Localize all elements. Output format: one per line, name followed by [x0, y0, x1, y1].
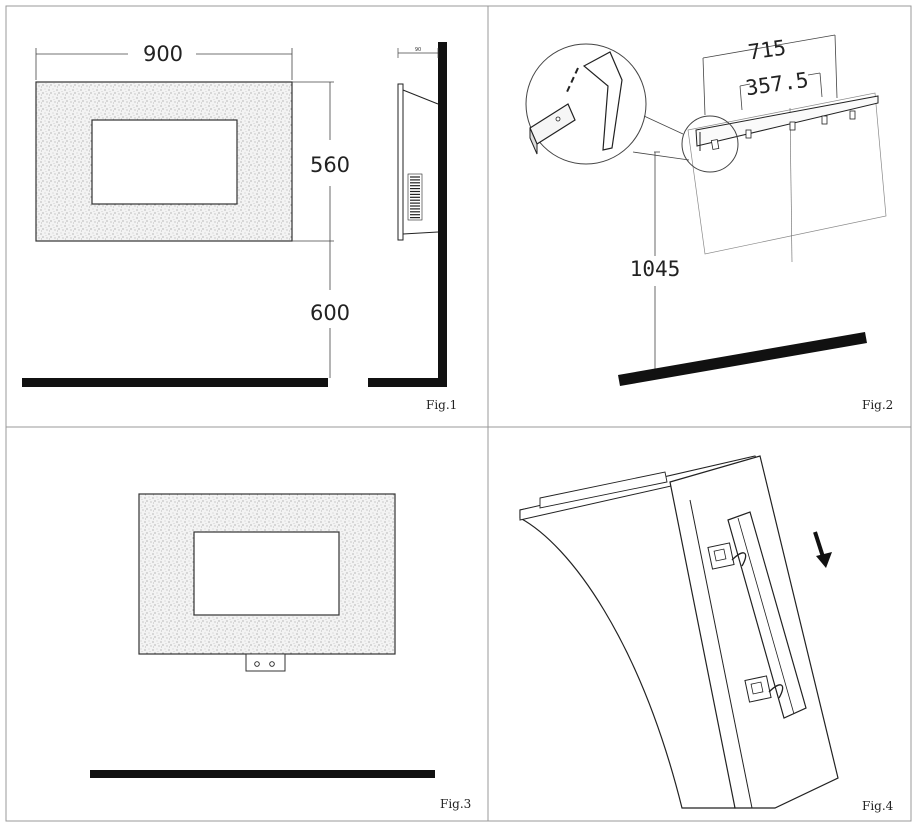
- fig1-side-floor: [368, 378, 447, 387]
- fig1-height-label: 560: [310, 153, 350, 177]
- fig4-curved-housing: [519, 469, 736, 809]
- fig2-center-offset-dimension-line: [739, 83, 751, 87]
- fig1-unit-side-profile: [397, 83, 404, 241]
- fig4-upper-hook: [731, 552, 747, 567]
- rail-hole: [789, 121, 796, 131]
- panel-grid: [5, 5, 912, 822]
- fig3-figure-label: Fig.3: [440, 797, 471, 811]
- fig2-detail-callout-circle: [681, 115, 739, 173]
- fig2-mounting-rail: [695, 95, 879, 147]
- fig2-center-offset-label: 357.5: [744, 68, 810, 101]
- fig4-lower-hook: [768, 684, 784, 699]
- fig2-magnified-hook: [582, 51, 623, 151]
- fig1-floor: [22, 378, 328, 387]
- fig2-panel-outline: [687, 92, 887, 255]
- fig2-detail-magnifier: [525, 43, 647, 165]
- fig4-figure-label: Fig.4: [862, 799, 894, 813]
- fig4-back-plate: [669, 455, 839, 809]
- fig2-height-label: 1045: [630, 257, 681, 281]
- fig2-floor: [618, 332, 867, 386]
- fig2-panel: 715 357.5 1045 Fig.2: [525, 34, 893, 412]
- fig3-screen-window: [193, 531, 340, 616]
- rail-hole: [745, 129, 752, 139]
- fig1-panel: 900 560 600 90 Fig.1: [22, 42, 457, 412]
- rail-hole: [821, 115, 828, 125]
- fig1-side-wall: [438, 42, 447, 387]
- fig4-vertical-rail: [727, 511, 807, 719]
- rail-hole: [849, 110, 856, 120]
- fig1-screen-window: [91, 119, 238, 205]
- fig3-floor: [90, 770, 435, 778]
- fig2-hole-spacing-label: 715: [747, 36, 788, 65]
- fig3-wall-bracket: [245, 653, 286, 672]
- outer-frame: [5, 5, 912, 822]
- fig1-depth-label: 90: [415, 47, 421, 53]
- fig3-panel: Fig.3: [90, 493, 471, 811]
- fig2-figure-label: Fig.2: [862, 398, 893, 412]
- fig3-bracket-hole-right: [269, 661, 275, 667]
- fig2-hole-spacing-dimension-line: [702, 34, 836, 59]
- fig1-width-label: 900: [143, 42, 183, 66]
- fig4-panel: Fig.4: [519, 455, 894, 813]
- fig1-figure-label: Fig.1: [426, 398, 457, 412]
- fig1-mount-height-label: 600: [310, 301, 350, 325]
- fig3-bracket-hole-left: [254, 661, 260, 667]
